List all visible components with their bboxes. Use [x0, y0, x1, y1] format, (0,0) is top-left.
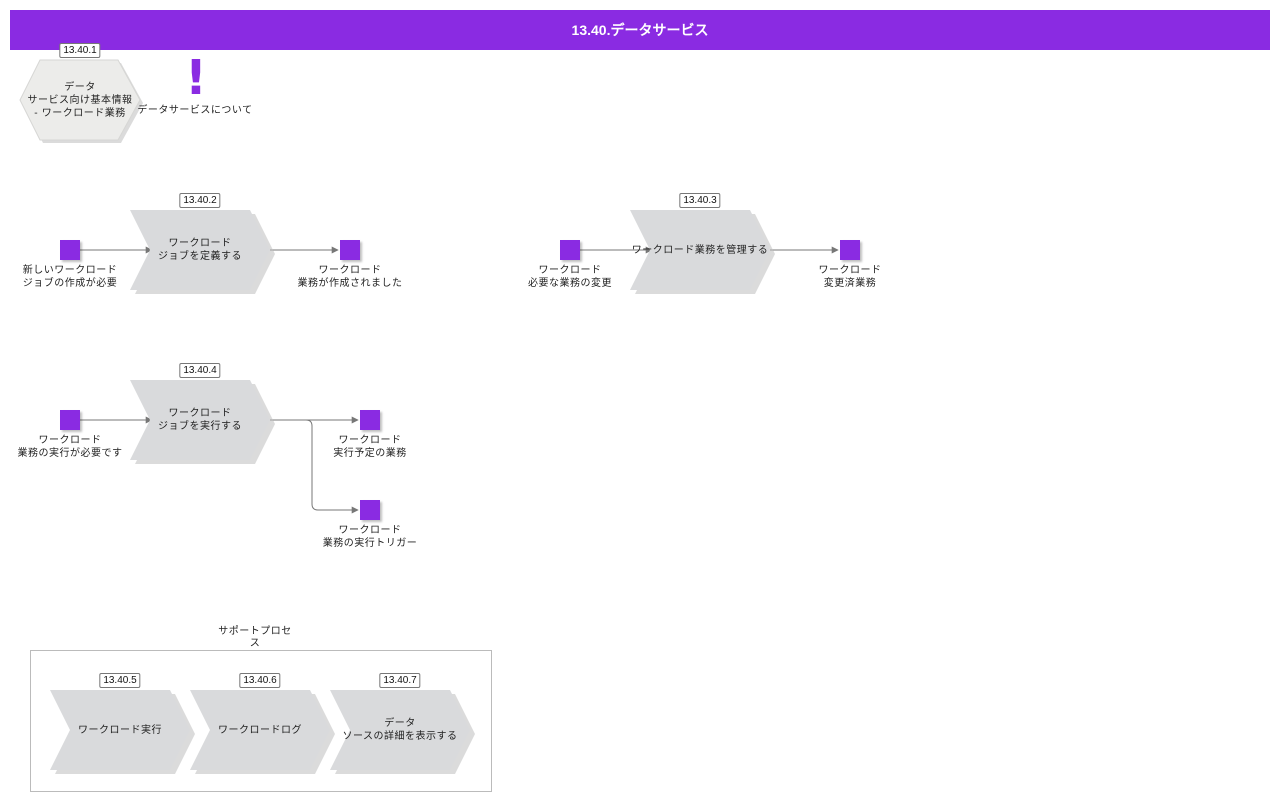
event-new-job-needed[interactable]	[60, 240, 80, 260]
event-label: ワークロード 必要な業務の変更	[528, 265, 612, 289]
page-title: 13.40.データサービス	[10, 10, 1270, 50]
about-label: データサービスについて	[137, 105, 253, 116]
chevron-shape	[190, 690, 335, 774]
chevron-shape	[330, 690, 475, 774]
data-source-details-process[interactable]: データ ソースの詳細を表示する	[330, 690, 475, 774]
execute-job-process[interactable]: ワークロード ジョブを実行する	[130, 380, 275, 464]
event-label: ワークロード 業務の実行トリガー	[322, 525, 418, 549]
run-label: ワークロード実行	[78, 724, 162, 736]
event-execution-needed[interactable]	[60, 410, 80, 430]
details-label: データ ソースの詳細を表示する	[342, 718, 458, 742]
event-label: ワークロード 業務が作成されました	[297, 265, 403, 289]
execute-id-tag: 13.40.4	[179, 363, 221, 378]
hexagon-shape	[19, 59, 143, 143]
event-change-needed[interactable]	[560, 240, 580, 260]
chevron-shape	[130, 380, 275, 464]
event-label: ワークロード 実行予定の業務	[333, 435, 407, 459]
execute-label: ワークロード ジョブを実行する	[158, 408, 242, 432]
support-group-title: サポートプロセ ス	[218, 626, 292, 649]
manage-label: ワークロード業務を管理する	[631, 244, 769, 256]
chevron-shape	[130, 210, 275, 294]
chevron-shape	[50, 690, 195, 774]
workload-run-process[interactable]: ワークロード実行	[50, 690, 195, 774]
manage-id-tag: 13.40.3	[679, 193, 721, 208]
event-label: 新しいワークロード ジョブの作成が必要	[22, 265, 118, 289]
event-scheduled-job[interactable]	[360, 410, 380, 430]
define-id-tag: 13.40.2	[179, 193, 221, 208]
details-id-tag: 13.40.7	[379, 673, 421, 688]
log-label: ワークロードログ	[218, 724, 302, 736]
chevron-shape	[630, 210, 775, 294]
run-id-tag: 13.40.5	[99, 673, 141, 688]
log-id-tag: 13.40.6	[239, 673, 281, 688]
event-job-changed[interactable]	[840, 240, 860, 260]
define-job-process[interactable]: ワークロード ジョブを定義する	[130, 210, 275, 294]
event-job-created[interactable]	[340, 240, 360, 260]
event-label: ワークロード 業務の実行が必要です	[17, 435, 123, 459]
info-hexagon[interactable]: データ サービス向け基本情報 - ワークロード業務	[19, 59, 143, 143]
exclamation-icon[interactable]: !	[185, 50, 207, 106]
manage-job-process[interactable]: ワークロード業務を管理する	[630, 210, 775, 294]
workload-log-process[interactable]: ワークロードログ	[190, 690, 335, 774]
define-label: ワークロード ジョブを定義する	[158, 238, 242, 262]
event-label: ワークロード 変更済業務	[818, 265, 882, 289]
info-id-tag: 13.40.1	[59, 43, 101, 58]
event-execution-trigger[interactable]	[360, 500, 380, 520]
info-label: データ サービス向け基本情報 - ワークロード業務	[27, 81, 133, 119]
